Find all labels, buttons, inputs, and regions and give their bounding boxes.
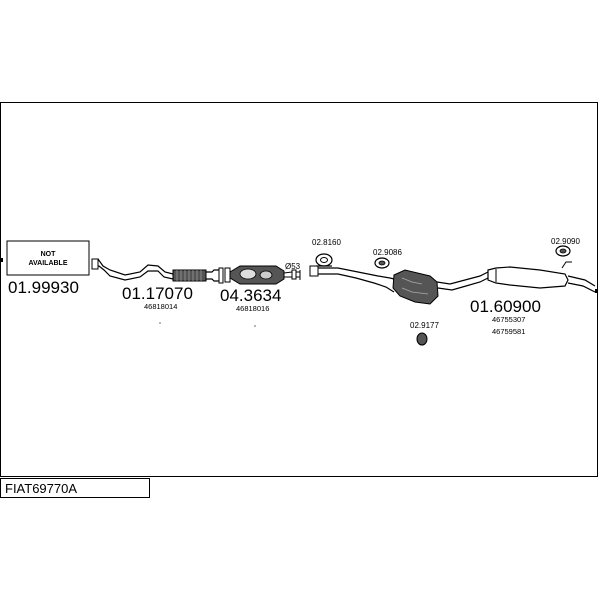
right-edge-marker	[595, 289, 598, 293]
accessory-code-label: 02.9090	[551, 237, 580, 246]
accessory-code-label: 02.8160	[312, 238, 341, 247]
part-code-label: 01.60900	[470, 297, 541, 316]
marker-dot	[254, 325, 256, 327]
part-code-label: 04.3634	[220, 286, 281, 305]
catalytic-converter-part[interactable]	[224, 265, 301, 285]
hanger-02-9086[interactable]	[374, 257, 390, 269]
diagram-title: FIAT69770A	[5, 481, 78, 496]
part-ref-label: 46755307	[492, 315, 525, 324]
part-code-label: 01.99930	[8, 278, 79, 297]
marker-dot	[159, 322, 161, 324]
title-box: FIAT69770A	[0, 478, 150, 498]
not-available-line2: AVAILABLE	[28, 260, 67, 267]
hanger-02-8160[interactable]	[315, 253, 333, 267]
not-available-line1: NOT	[41, 251, 57, 258]
hanger-02-9090[interactable]	[555, 245, 571, 257]
accessory-code-label: 02.9086	[373, 248, 402, 257]
part-ref-label: 46759581	[492, 327, 525, 336]
part-code-label: 01.17070	[122, 284, 193, 303]
middle-silencer-part[interactable]	[309, 265, 489, 305]
part-ref-label: 46818016	[236, 304, 269, 313]
front-pipe-part[interactable]	[91, 258, 224, 284]
hanger-02-9177[interactable]	[416, 332, 428, 346]
accessory-code-label: 02.9177	[410, 321, 439, 330]
part-ref-label: 46818014	[144, 302, 177, 311]
not-available-box: NOT AVAILABLE	[6, 240, 90, 276]
pipe-diameter-note: Ø53	[285, 262, 301, 271]
left-edge-marker	[0, 258, 3, 262]
rear-silencer-part[interactable]	[487, 261, 596, 293]
